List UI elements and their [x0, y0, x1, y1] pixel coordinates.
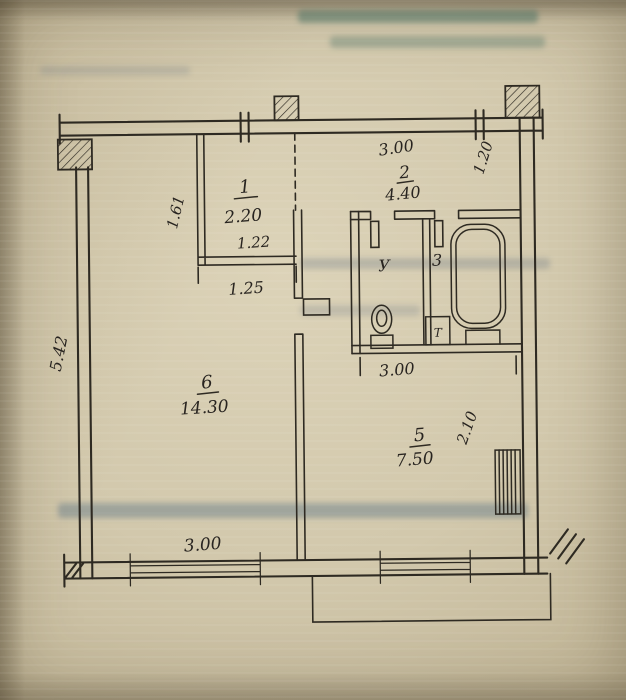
toilet-bowl	[370, 304, 393, 335]
ghost-print-artifact	[58, 503, 528, 518]
room-6-area-label: 14.30	[179, 397, 229, 420]
ghost-print-artifact	[40, 66, 190, 75]
ghost-print-artifact	[300, 258, 550, 269]
dim-kitchen-depth-label: 2.10	[453, 409, 482, 448]
ghost-print-artifact	[330, 36, 545, 48]
bath-top-wall	[349, 209, 522, 221]
door-leaf-room5	[302, 298, 331, 316]
main-partition-wall	[292, 209, 306, 561]
dim-bath-row-width-label: 3.00	[378, 359, 415, 381]
dim-corridor-width-label: 3.00	[377, 136, 415, 160]
bath-left-wall	[349, 210, 361, 355]
chimney-hatch	[273, 95, 300, 122]
bottom-right-break-marks	[549, 528, 586, 565]
window-right	[379, 549, 472, 584]
room-1-area-label: 2.20	[223, 205, 264, 228]
bathtub-inner-outline	[455, 228, 502, 325]
toilet-bowl-inner	[375, 309, 388, 328]
bath-divider-wall	[421, 217, 432, 346]
hallway-opening-dashed-line	[293, 132, 297, 211]
bottom-left-break-marks	[64, 562, 85, 579]
room-number-underlines	[196, 180, 431, 448]
wall-break-hatching	[56, 84, 541, 171]
dim-hall-width-inner-label: 1.22	[236, 233, 270, 253]
outer-walls	[58, 108, 586, 588]
interior-walls	[195, 132, 331, 561]
top-left-pier-hatch	[56, 138, 94, 171]
dim-living-width-label: 3.00	[183, 534, 223, 557]
washer-label: Т	[434, 326, 443, 340]
labels: 1 2.20 1.61 1.22 1.25 3.00 2 4.40 1.20 У…	[46, 136, 497, 557]
fixtures	[370, 223, 522, 515]
bathroom-walls	[349, 209, 523, 377]
dim-hall-width-outer-label: 1.25	[228, 278, 265, 299]
room-6-number-label: 6	[200, 372, 213, 394]
radiator-fins	[498, 449, 517, 515]
dim-right-top-depth-label: 1.20	[470, 139, 497, 177]
hallway-walls	[195, 133, 297, 266]
bathtub-stand	[465, 329, 501, 346]
dim-hall-depth-label: 1.61	[163, 194, 188, 231]
top-wall	[58, 108, 544, 145]
room-5-area-label: 7.50	[395, 448, 435, 471]
bathtub-outline	[450, 223, 507, 330]
room-2-area-label: 4.40	[383, 182, 421, 204]
ghost-print-artifact	[298, 10, 538, 23]
bath-dimension-ticks	[359, 355, 518, 377]
door-leaf-bathroom	[433, 219, 444, 248]
balcony-outline	[311, 572, 552, 623]
top-wall-ticks	[239, 109, 485, 143]
dim-left-wall-height-label: 5.42	[46, 334, 72, 373]
windows	[129, 549, 472, 587]
room-toilet-label: У	[378, 256, 391, 275]
hallway-dimension-ticks	[197, 265, 298, 284]
toilet-tank	[370, 334, 394, 350]
door-leaf-toilet	[369, 220, 380, 249]
window-left	[129, 551, 262, 587]
left-wall	[75, 166, 94, 580]
room-1-number-label: 1	[238, 176, 251, 198]
room-5-number-label: 5	[413, 424, 426, 446]
right-wall	[518, 116, 540, 575]
top-right-pier-hatch	[504, 84, 541, 119]
room-2-number-label: 2	[397, 163, 411, 184]
room-3-number-label: 3	[432, 251, 442, 270]
washing-machine	[424, 315, 451, 346]
